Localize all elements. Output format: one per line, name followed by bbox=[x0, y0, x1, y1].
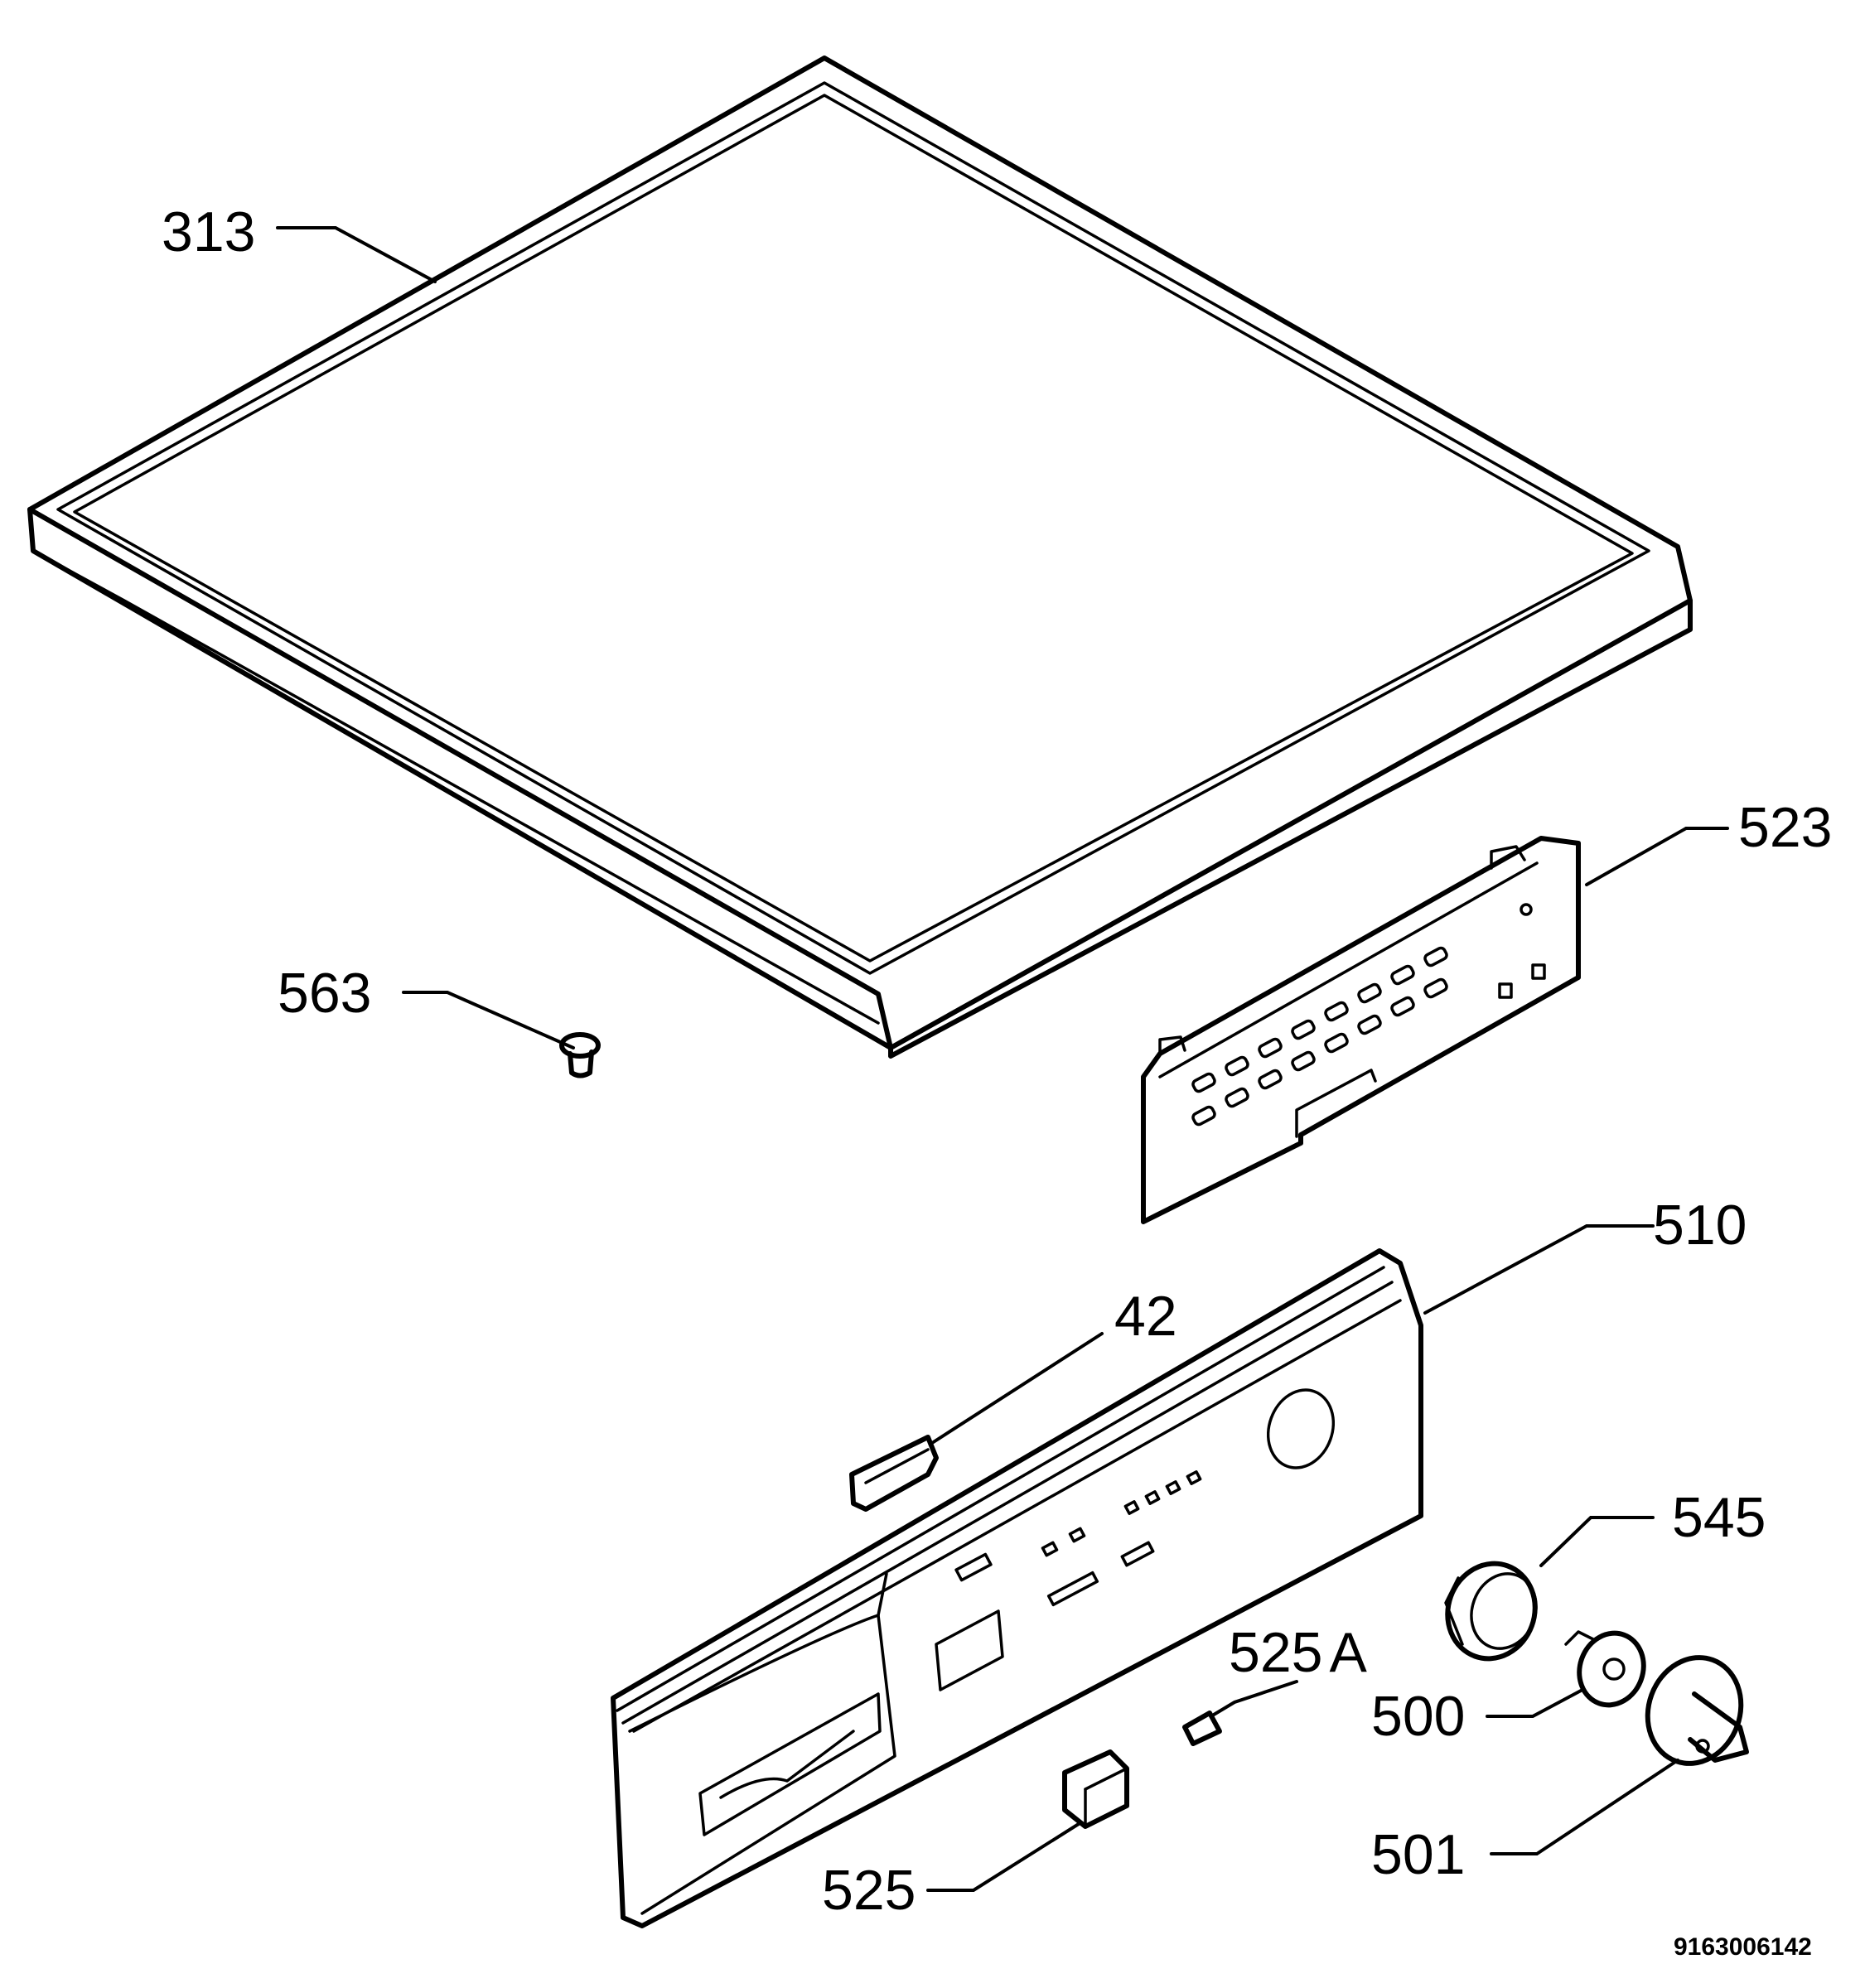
callout-501: 501 bbox=[1371, 1823, 1465, 1886]
callout-313: 313 bbox=[162, 200, 255, 263]
leader-525a bbox=[1212, 1680, 1298, 1716]
leader-313 bbox=[276, 226, 437, 283]
part-523-electronic-board bbox=[1141, 836, 1581, 1224]
leader-545 bbox=[1539, 1516, 1655, 1567]
callout-510: 510 bbox=[1653, 1194, 1747, 1257]
callout-42: 42 bbox=[1114, 1285, 1177, 1348]
part-500-shaft bbox=[1564, 1630, 1646, 1708]
part-42-latch bbox=[849, 1435, 939, 1512]
leader-500 bbox=[1486, 1688, 1584, 1718]
callout-563: 563 bbox=[278, 962, 371, 1025]
callout-523: 523 bbox=[1738, 796, 1832, 859]
document-number: 9163006142 bbox=[1674, 1933, 1812, 1961]
callout-500: 500 bbox=[1371, 1685, 1465, 1748]
leader-501 bbox=[1490, 1759, 1679, 1855]
part-525a-small-button bbox=[1182, 1711, 1222, 1746]
leader-42 bbox=[930, 1332, 1104, 1445]
leader-523 bbox=[1585, 827, 1729, 886]
leader-525 bbox=[926, 1821, 1083, 1892]
part-510-control-panel bbox=[611, 1248, 1423, 1928]
leader-510 bbox=[1423, 1224, 1655, 1315]
callout-525: 525 bbox=[822, 1859, 916, 1922]
part-525-button bbox=[1062, 1749, 1129, 1829]
leader-lines bbox=[276, 226, 1729, 1892]
part-313-top-cover bbox=[27, 55, 1693, 1059]
part-545-knob-ring bbox=[1444, 1561, 1538, 1662]
leader-563 bbox=[402, 991, 575, 1049]
part-563-plug bbox=[559, 1032, 601, 1078]
part-501-knob bbox=[1645, 1655, 1749, 1766]
callout-545: 545 bbox=[1672, 1486, 1766, 1549]
